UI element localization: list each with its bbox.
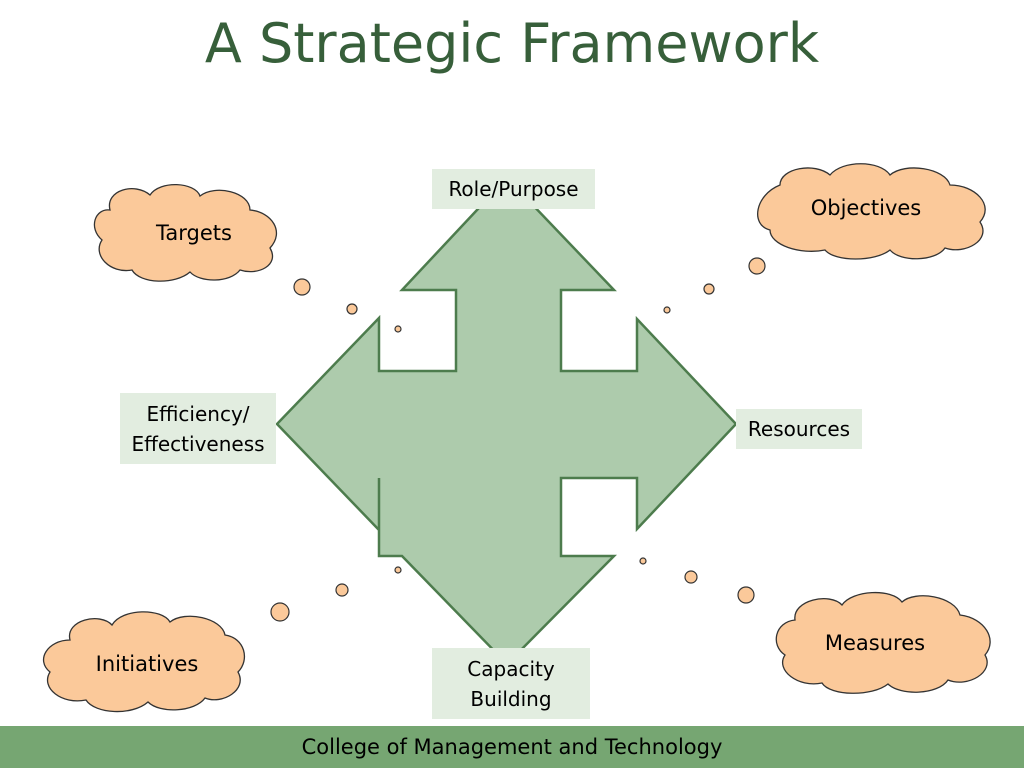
label-resources-text: Resources xyxy=(747,417,851,441)
cloud-measures-label: Measures xyxy=(824,631,926,655)
cloud-objectives-label: Objectives xyxy=(810,196,922,220)
label-capacity-building: Capacity Building xyxy=(432,648,590,719)
cloud-measures xyxy=(775,591,991,694)
label-efficiency-line2: Effectiveness xyxy=(131,431,265,456)
thought-dots-top-left xyxy=(293,278,402,333)
four-way-arrow xyxy=(275,176,738,666)
label-resources: Resources xyxy=(736,409,862,449)
label-efficiency-effectiveness: Efficiency/ Effectiveness xyxy=(120,393,276,464)
label-role-purpose-text: Role/Purpose xyxy=(448,177,579,201)
label-efficiency-line1: Efficiency/ xyxy=(146,401,250,426)
label-capacity-line1: Capacity xyxy=(467,656,555,681)
footer-bar: College of Management and Technology xyxy=(0,726,1024,768)
cloud-initiatives-label: Initiatives xyxy=(95,652,199,676)
thought-dots-bottom-right xyxy=(639,557,755,604)
thought-dots-top-right xyxy=(663,257,766,314)
footer-text: College of Management and Technology xyxy=(301,735,723,759)
cloud-objectives xyxy=(757,163,986,260)
label-role-purpose: Role/Purpose xyxy=(432,169,595,209)
thought-dots-bottom-left xyxy=(270,566,402,622)
label-capacity-line2: Building xyxy=(470,686,552,711)
cloud-initiatives xyxy=(42,611,246,713)
cloud-targets-label: Targets xyxy=(156,221,232,245)
cloud-targets xyxy=(93,183,278,282)
slide-title: A Strategic Framework xyxy=(204,12,820,75)
